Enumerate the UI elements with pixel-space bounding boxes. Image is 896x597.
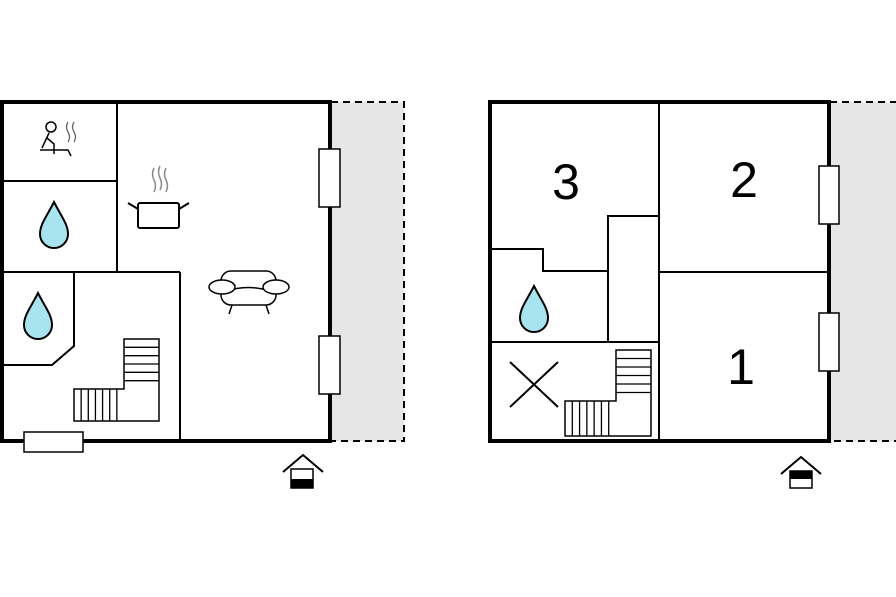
void-cross-icon <box>509 361 559 408</box>
outer-walls <box>488 100 831 443</box>
window <box>818 312 840 372</box>
outer-walls <box>0 100 332 443</box>
stairs-icon <box>564 349 652 437</box>
entrance-icon <box>780 455 822 489</box>
bathroom-icon <box>38 199 70 249</box>
room-number: 3 <box>552 154 580 210</box>
window <box>318 335 341 395</box>
terrace <box>330 101 405 442</box>
kitchen-icon <box>127 165 190 229</box>
entrance-icon <box>282 453 324 489</box>
bathroom-icon <box>518 283 550 333</box>
terrace <box>829 101 896 442</box>
ground-floor <box>0 100 405 489</box>
window <box>818 165 840 225</box>
sauna-icon <box>40 121 77 157</box>
room-number: 2 <box>730 152 758 208</box>
upper-floor: 3 2 1 <box>488 100 896 489</box>
stairs-icon <box>73 338 160 422</box>
bathroom-icon <box>22 290 54 340</box>
interior-walls <box>490 102 829 441</box>
window <box>318 148 341 208</box>
window <box>23 431 84 453</box>
interior-walls <box>4 102 181 441</box>
sofa-icon <box>208 270 290 315</box>
room-number: 1 <box>727 339 755 395</box>
